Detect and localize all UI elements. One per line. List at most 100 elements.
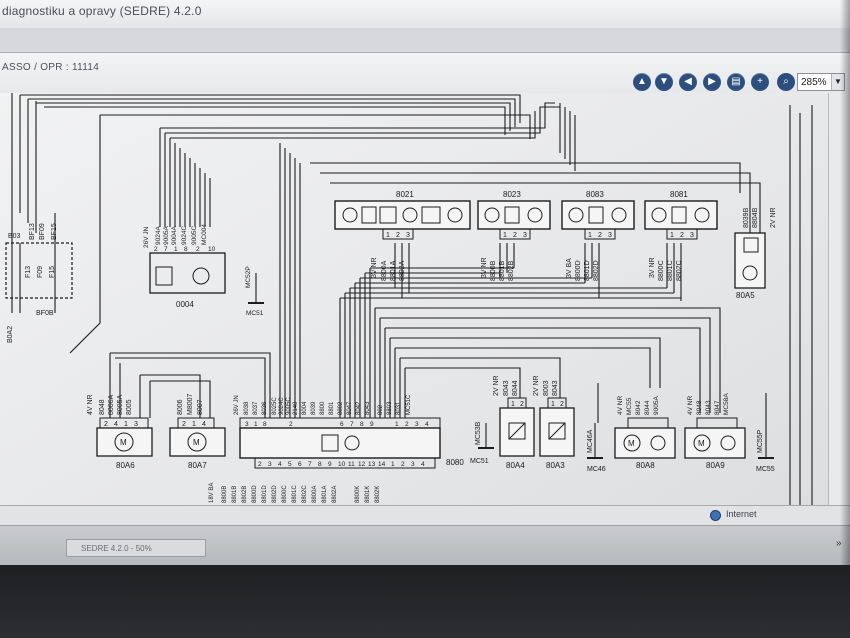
wire-label: 8005A <box>117 394 124 415</box>
wire-label: 4V NR <box>617 396 624 415</box>
pin: 1 <box>503 232 507 239</box>
chevron-down-icon[interactable]: ▼ <box>831 74 844 90</box>
fuse-label: F09 <box>37 266 44 278</box>
pin: 2 <box>560 401 564 408</box>
wire-label: 8006 <box>177 399 184 415</box>
wire-label: 8801D <box>262 485 268 503</box>
connector-80A6-label: 80A6 <box>116 461 135 470</box>
scroll-up-button[interactable]: ▲ <box>633 73 651 91</box>
fuse-label: F13 <box>25 266 32 278</box>
wire-label: 2140 <box>293 401 299 415</box>
wire-label: 8800 <box>320 401 326 415</box>
wire-label: 8043 <box>365 401 371 415</box>
pin: 10 <box>338 461 346 468</box>
wire-label: 9005A <box>653 396 660 415</box>
fuse-label: F15 <box>49 266 56 278</box>
wire-label: 8037 <box>253 401 259 415</box>
connector-8023: 8023 1 2 3 3V NR 8800B 8801B 8802B <box>477 190 551 281</box>
security-zone-label: Internet <box>726 509 757 519</box>
wire-label: 8801C <box>292 485 298 503</box>
magnifier-icon[interactable]: ⌕ <box>777 73 795 91</box>
pin: 1 <box>588 232 592 239</box>
ground-mc51-label: MC51 <box>246 310 264 317</box>
pin: 3 <box>406 232 410 239</box>
zoom-select[interactable]: 285% ▼ <box>797 73 845 91</box>
print-button[interactable]: ▤ <box>727 73 745 91</box>
wire-label: 3V NR <box>371 257 378 278</box>
wire-label: 8801K <box>365 486 371 503</box>
title-bar: diagnostiku a opravy (SEDRE) 4.2.0 <box>0 0 850 29</box>
wire-label: 8043 <box>705 400 712 415</box>
pin: 8 <box>318 461 322 468</box>
wiring-diagram[interactable]: B03 BF13 BF09 BF15 F13 F09 F15 BF0B B0A2… <box>0 93 828 505</box>
wire-label: 8042 <box>635 400 642 415</box>
pin: 11 <box>348 461 355 468</box>
scroll-down-button[interactable]: ▼ <box>655 73 673 91</box>
connector-8083: 8083 1 2 3 3V BA 8800D 8801D 8802D <box>561 190 635 281</box>
wire-label: MC58A <box>723 393 730 415</box>
connector-8021: 8021 1 2 3 3V NR 8800A 8801A 8802A <box>334 190 471 281</box>
wire-label: 8039B <box>743 207 750 228</box>
wire-label: MC004 <box>201 224 208 245</box>
next-button[interactable]: ▶ <box>703 73 721 91</box>
zoom-in-button[interactable]: + <box>751 73 769 91</box>
wire-label: 9004A <box>171 226 178 245</box>
wire-label: 8043 <box>503 380 510 396</box>
wire-label: 8048 <box>99 399 106 415</box>
connector-80A5-label: 80A5 <box>736 291 755 300</box>
pin: 1 <box>551 401 555 408</box>
pin: 9 <box>370 421 374 428</box>
wire-label: 8802B <box>242 486 248 503</box>
wire-label: 8801A <box>322 486 328 503</box>
window-title: diagnostiku a opravy (SEDRE) 4.2.0 <box>2 4 202 18</box>
connector-80A3-label: 80A3 <box>546 461 565 470</box>
pin: 2 <box>182 421 186 428</box>
pin: 13 <box>368 461 376 468</box>
wire-label: 8802 <box>338 401 344 415</box>
wire-label: 8802C <box>676 260 683 281</box>
plus-icon: + <box>757 76 763 87</box>
pin: 4 <box>114 421 118 428</box>
vertical-scrollbar[interactable] <box>828 93 850 505</box>
monitor-bezel <box>0 565 850 638</box>
pin: 3 <box>608 232 612 239</box>
wire-label: 9005C <box>191 226 198 245</box>
wire-label: 9005C <box>286 397 292 415</box>
pin: 2 <box>520 401 524 408</box>
svg-text:M: M <box>698 439 705 448</box>
wire-label: 8031 <box>396 401 402 415</box>
wiring-diagram-svg: B03 BF13 BF09 BF15 F13 F09 F15 BF0B B0A2… <box>5 93 813 505</box>
wire-label: 8047 <box>347 401 353 415</box>
pin: 3 <box>415 421 419 428</box>
pin: 4 <box>278 461 282 468</box>
pin: 2 <box>513 232 517 239</box>
connector-80A8: M 80A8 4V NR MC55 8042 8044 9005A <box>614 396 676 470</box>
previous-button[interactable]: ◀ <box>679 73 697 91</box>
wire-label: 8801D <box>584 260 591 281</box>
pin: 2 <box>396 232 400 239</box>
wire-label: 2V NR <box>533 375 540 396</box>
wire-label: 8800C <box>658 260 665 281</box>
arrow-down-icon: ▼ <box>659 76 669 87</box>
pin: 7 <box>308 461 312 468</box>
globe-icon <box>710 510 721 521</box>
pin: 1 <box>174 246 178 253</box>
pin: 7 <box>164 246 168 253</box>
taskbar-item[interactable]: SEDRE 4.2.0 - 50% <box>66 539 206 557</box>
connector-8083-label: 8083 <box>586 190 604 199</box>
wire-label: 8005 <box>126 399 133 415</box>
wire-label: 8038 <box>244 401 250 415</box>
pin: 3 <box>245 421 249 428</box>
connector-80A4-label: 80A4 <box>506 461 525 470</box>
chevron-double-right-icon[interactable]: » <box>836 538 842 549</box>
svg-text:M: M <box>193 438 200 447</box>
print-icon: ▤ <box>731 76 741 87</box>
wire-label: 8800K <box>355 486 361 503</box>
wire-label: 3V NR <box>481 257 488 278</box>
wire-label: 802 <box>378 404 384 415</box>
ground-mc52p-label: MC52P <box>245 266 252 288</box>
wire-label: 8044 <box>644 400 651 415</box>
ground-mc46-label: MC46 <box>587 466 606 473</box>
connector-80A8-label: 80A8 <box>636 461 655 470</box>
